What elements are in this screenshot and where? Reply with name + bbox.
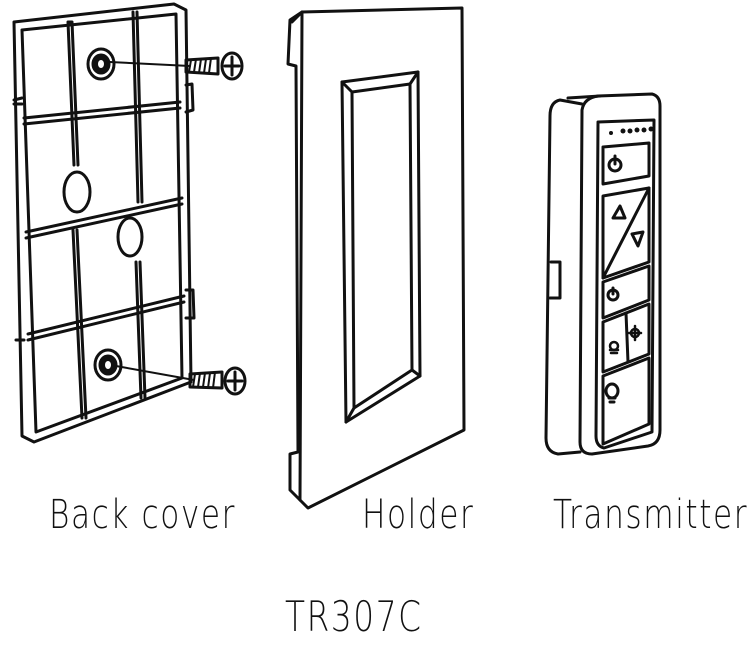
bulb-icon [627,324,643,342]
holder-frame [286,6,466,510]
bulb-icon [604,382,620,404]
holder-label: Holder [362,492,475,538]
transmitter-label: Transmitter [553,492,748,538]
transmitter-body [544,92,662,456]
down-arrow-icon [630,230,645,248]
screw-boss-top [86,47,116,81]
screw-icon [188,366,247,396]
bulb-icon [608,340,620,355]
up-arrow-icon [611,204,627,220]
power-icon [607,154,623,173]
back-cover-label: Back cover [49,492,237,538]
model-label: TR307C [285,592,423,641]
power-icon [606,286,620,302]
screw-boss-bottom [93,348,123,382]
back-cover-plate [12,2,196,444]
screw-icon [184,51,244,81]
